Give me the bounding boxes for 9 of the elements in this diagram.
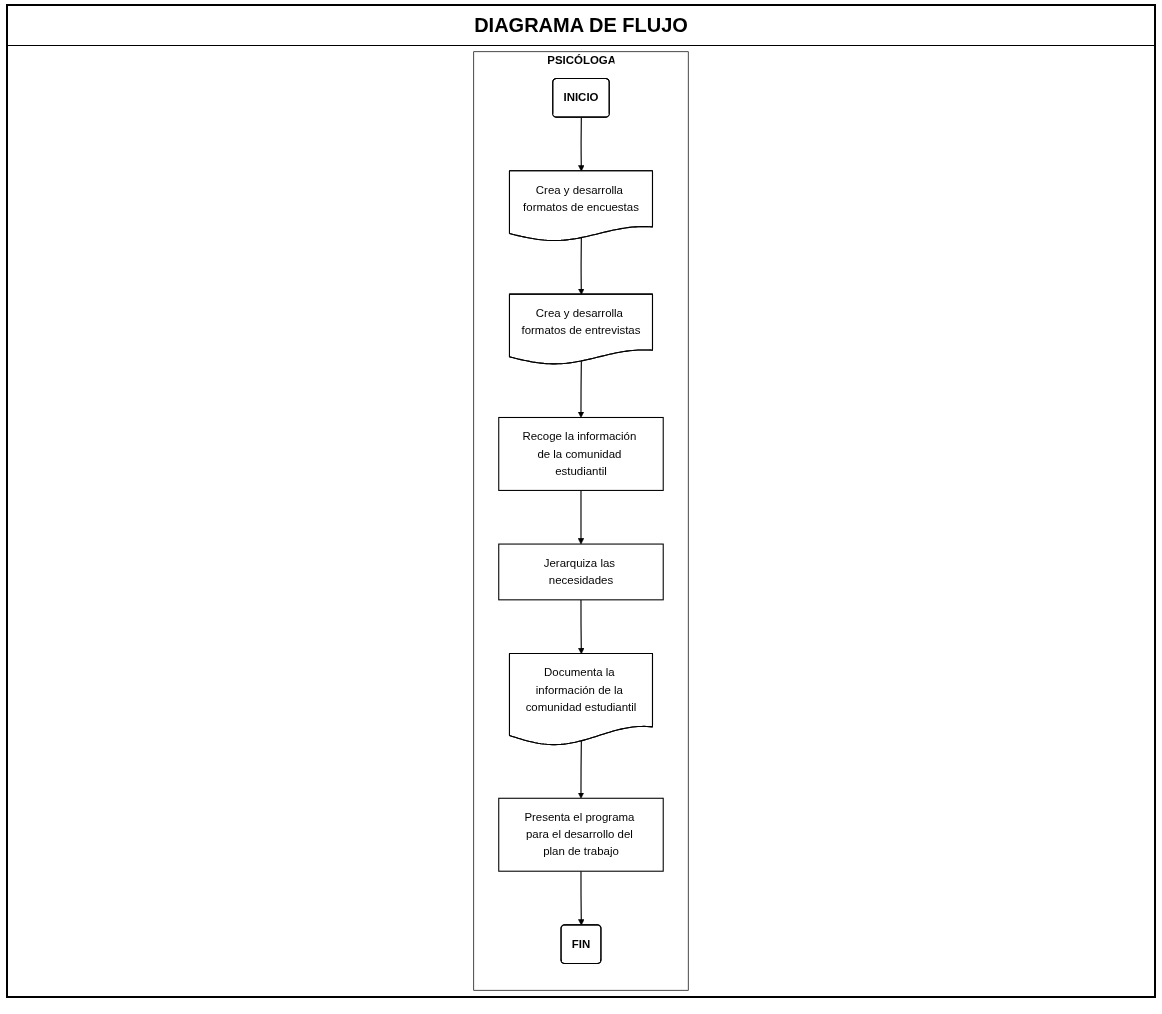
node-box: Recoge la información de la comunidad estudiantil [498, 416, 664, 491]
arrow [577, 360, 585, 418]
node-box: Presenta el programa para el desarrollo del plan de trabajo [498, 797, 664, 872]
arrow [578, 237, 585, 295]
diagram-title: DIAGRAMA DE FLUJO [8, 6, 1154, 46]
arrow [577, 740, 585, 799]
arrow [578, 870, 585, 926]
arrow [577, 489, 585, 545]
node-box: Jerarquiza las necesidades [498, 543, 664, 601]
